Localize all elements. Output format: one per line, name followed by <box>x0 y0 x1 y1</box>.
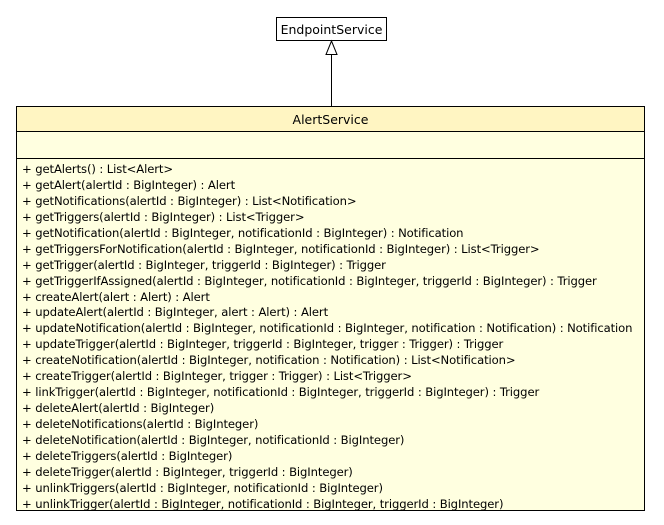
operation: + createAlert(alert : Alert) : Alert <box>22 289 210 304</box>
class-title: AlertService <box>17 107 644 132</box>
attributes-compartment <box>17 132 644 159</box>
operation: + deleteNotifications(alertId : BigInteg… <box>22 417 259 431</box>
class-box[interactable]: AlertService + getAlerts() : List<Alert>… <box>16 106 645 511</box>
operation: + deleteNotification(alertId : BigIntege… <box>22 432 405 447</box>
operation: + deleteAlert(alertId : BigInteger) <box>22 401 215 416</box>
operation: + getTriggersForNotification(alertId : B… <box>22 241 540 256</box>
operation: + getNotifications(alertId : BigInteger)… <box>22 193 357 208</box>
operation: + createTrigger(alertId : BigInteger, tr… <box>22 369 412 384</box>
parent-class-name: EndpointService <box>280 21 383 37</box>
operation: + deleteTriggers(alertId : BigInteger) <box>22 448 233 463</box>
operation: + getTriggerIfAssigned(alertId : BigInte… <box>22 273 597 288</box>
operation: + getAlerts() : List<Alert> <box>22 162 173 176</box>
operation: + linkTrigger(alertId : BigInteger, noti… <box>22 385 540 400</box>
operation: + unlinkTrigger(alertId : BigInteger, no… <box>22 496 504 511</box>
operation: + deleteTrigger(alertId : BigInteger, tr… <box>22 464 353 479</box>
operation: + getTrigger(alertId : BigInteger, trigg… <box>22 257 386 272</box>
operation: + unlinkTriggers(alertId : BigInteger, n… <box>22 480 383 495</box>
parent-class-box[interactable]: EndpointService <box>276 17 387 41</box>
operation: + updateTrigger(alertId : BigInteger, tr… <box>22 337 504 352</box>
operation: + updateAlert(alertId : BigInteger, aler… <box>22 305 329 320</box>
class-name: AlertService <box>292 111 369 127</box>
operations-compartment: + getAlerts() : List<Alert> + getAlert(a… <box>17 159 644 513</box>
operation: + getAlert(alertId : BigInteger) : Alert <box>22 177 236 192</box>
operation: + createNotification(alertId : BigIntege… <box>22 353 516 368</box>
generalization-arrowhead <box>325 39 338 55</box>
operation: + updateNotification(alertId : BigIntege… <box>22 321 633 336</box>
operation: + getTriggers(alertId : BigInteger) : Li… <box>22 209 305 224</box>
operation: + getNotification(alertId : BigInteger, … <box>22 225 464 240</box>
